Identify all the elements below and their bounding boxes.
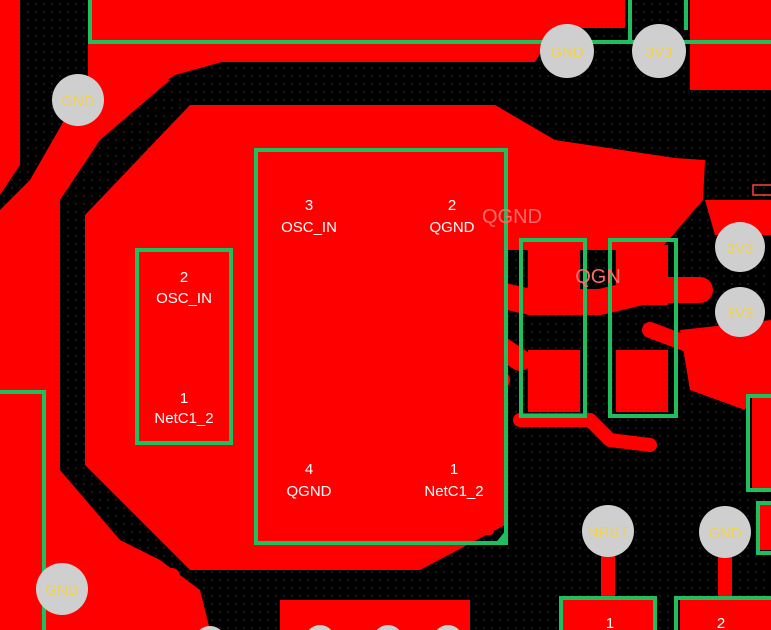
copper-pour-top-right: [690, 0, 771, 90]
silk-cap-b-outline: [608, 238, 678, 418]
trace-netc1: [215, 370, 510, 405]
copper-pad-bottom-1: [563, 600, 653, 630]
pad-u1-1[interactable]: [410, 430, 494, 535]
via-3v3-right-b[interactable]: 3V3: [715, 287, 765, 337]
via-3v3-right-a[interactable]: 3V3: [715, 222, 765, 272]
component-pads: [144, 160, 668, 535]
svg-text:3V3: 3V3: [727, 305, 754, 322]
silk-cap-a-outline: [519, 238, 587, 418]
copper-pour-left-main: [0, 80, 210, 630]
via-3v3-top[interactable]: 3V3: [632, 24, 686, 78]
pad-u1-2-link: [364, 200, 400, 285]
pad-u1-2-number: 2: [448, 197, 456, 214]
pad-right-cap-b-top[interactable]: [616, 245, 668, 305]
silk-c1-outline: [135, 248, 233, 445]
svg-text:3V3: 3V3: [646, 44, 673, 61]
pad-u1-2[interactable]: [410, 160, 494, 270]
copper-pad-right-edge-b: [760, 505, 771, 550]
pad-u1-4-number: 4: [305, 461, 313, 478]
copper-pour-right-upper: [705, 200, 771, 235]
via-nrst[interactable]: NRST: [582, 505, 634, 557]
silk-bottom-pad-1: [559, 596, 657, 630]
silk-right-mark: [752, 184, 771, 196]
silk-right-edge-b: [756, 501, 771, 555]
copper-pour-top: [20, 0, 625, 140]
copper-pour-bottom-center: [280, 600, 470, 630]
pad-u1-3-number: 3: [305, 197, 313, 214]
vias: GND 3V3 GND 3V3 3V3 NRST GND GND: [36, 24, 765, 615]
pad-bottom-2-number: 2: [717, 615, 725, 630]
svg-text:NRST: NRST: [588, 524, 629, 541]
pad-u1-3-net: OSC_IN: [281, 219, 337, 236]
pad-u1-4-net: QGND: [287, 483, 332, 500]
silk-right-edge-a: [746, 394, 771, 492]
svg-text:GND: GND: [708, 525, 742, 542]
pad-u1-1-net: NetC1_2: [424, 483, 483, 500]
pad-c1-2[interactable]: [144, 257, 224, 319]
osc-in-stub: [262, 268, 300, 282]
pad-u1-2-net: QGND: [430, 219, 475, 236]
via-gnd-top[interactable]: GND: [540, 24, 594, 78]
copper-pad-bottom-left: [118, 568, 180, 630]
pad-c1-1-number: 1: [180, 390, 188, 407]
pad-right-cap-a-top[interactable]: [528, 245, 580, 305]
silk-u1-outline: [254, 148, 508, 545]
pad-c1-1[interactable]: [144, 378, 224, 438]
pin1-marker: [494, 530, 506, 545]
copper-pour-bottom-left-corner: [0, 600, 35, 630]
pad-right-cap-a-bottom[interactable]: [528, 350, 580, 412]
copper-pad-right-edge-a: [752, 398, 771, 488]
pad-c1-2-net: OSC_IN: [156, 290, 212, 307]
pad-c1-1-net: NetC1_2: [154, 410, 213, 427]
via-gnd-left[interactable]: GND: [52, 74, 104, 126]
trace-right-mid: [642, 322, 771, 378]
copper-pour-left-strip: [0, 0, 20, 195]
svg-text:3V3: 3V3: [727, 240, 754, 257]
pad-c1-2-number: 2: [180, 269, 188, 286]
partial-vias-bottom: [199, 625, 460, 630]
copper-pad-bottom-2: [680, 600, 771, 630]
via-gnd-right[interactable]: GND: [699, 506, 751, 558]
svg-text:GND: GND: [61, 93, 95, 110]
pad-bottom-1-number: 1: [606, 615, 614, 630]
svg-text:GND: GND: [45, 582, 79, 599]
pour-label-qgnd: QGND: [482, 206, 542, 228]
silk-left-connector: [0, 390, 46, 630]
silk-bottom-pad-2: [674, 596, 771, 630]
pad-labels: 3 OSC_IN 2 QGND 4 QGND 1 NetC1_2 2 OSC_I…: [154, 197, 725, 630]
pour-label-qgn: QGN: [575, 266, 621, 288]
pad-right-cap-b-bottom[interactable]: [616, 350, 668, 412]
pad-u1-1-number: 1: [450, 461, 458, 478]
svg-text:GND: GND: [550, 44, 584, 61]
via-gnd-bottom-left[interactable]: GND: [36, 563, 88, 615]
trace-lower-diagonal: [513, 413, 657, 452]
pad-u1-4-link: [362, 440, 398, 535]
pad-u1-4[interactable]: [268, 430, 352, 535]
pad-u1-3[interactable]: [268, 160, 352, 270]
